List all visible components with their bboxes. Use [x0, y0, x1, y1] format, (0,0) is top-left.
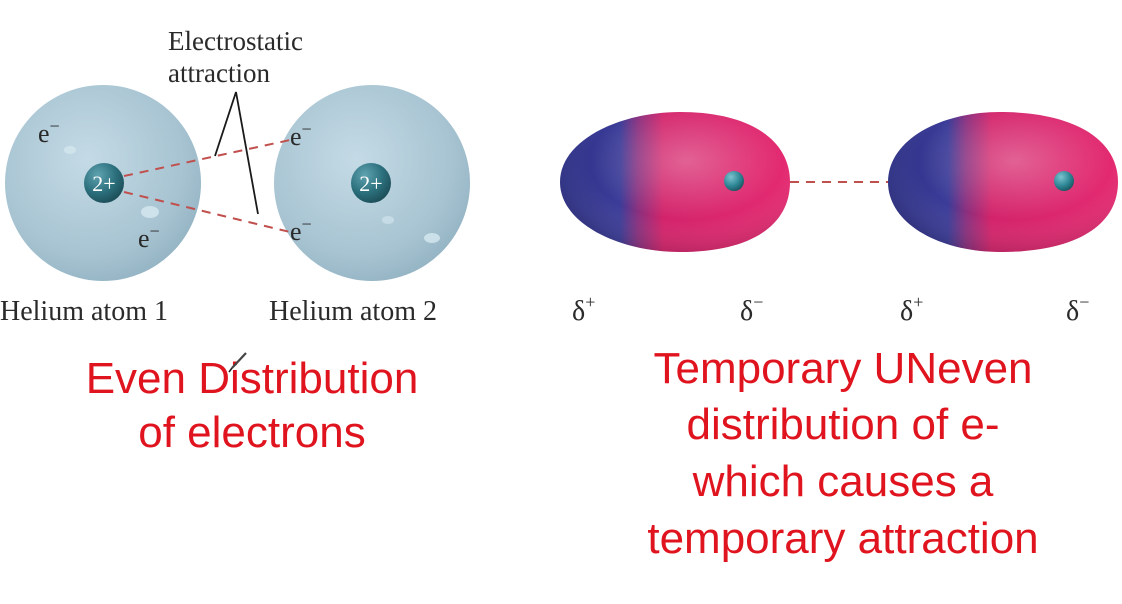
atom-2-highlight: [382, 216, 394, 224]
right-caption-line4: temporary attraction: [647, 514, 1038, 563]
attraction-dashed-line-top: [123, 139, 291, 177]
atom-2-electron-bottom: e−: [290, 214, 312, 246]
helium-atom-2-label: Helium atom 2: [269, 296, 437, 327]
atom-1-electron-bottom: e−: [138, 221, 160, 253]
polarized-atom-2-shading: [888, 112, 1118, 252]
partial-charge-label-4: δ−: [1066, 292, 1089, 327]
helium-atom-2: 2+ e− e−: [274, 85, 470, 281]
atom-2-electron-top: e−: [290, 119, 312, 151]
polarized-atom-1-nucleus: [724, 171, 744, 191]
right-caption-line1: Temporary UNeven: [653, 344, 1032, 393]
right-caption-line3: which causes a: [692, 457, 994, 506]
polarized-atom-2: [888, 112, 1118, 252]
partial-charge-label-2: δ−: [740, 292, 763, 327]
atom-1-nucleus-charge: 2+: [92, 171, 115, 196]
electrostatic-label-line1: Electrostatic: [168, 26, 303, 56]
atom-1-electron-top: e−: [38, 116, 60, 148]
partial-charge-label-3: δ+: [900, 292, 923, 327]
atom-1-nucleus: [84, 163, 124, 203]
atom-2-nucleus-charge: 2+: [359, 171, 382, 196]
helium-atom-1: 2+ e− e−: [5, 85, 201, 281]
electrostatic-label-leader-lines: [214, 91, 259, 215]
partial-charge-label-1: δ+: [572, 292, 595, 327]
pen-cursor-icon: [228, 352, 247, 373]
polarized-atom-2-nucleus: [1054, 171, 1074, 191]
helium-atom-1-label: Helium atom 1: [0, 296, 168, 327]
left-caption-line2: of electrons: [138, 408, 365, 457]
atom-2-highlight: [424, 233, 440, 243]
atom-1-highlight: [64, 146, 76, 154]
right-caption-line2: distribution of e-: [686, 400, 999, 449]
polarized-atom-1-shading: [560, 112, 790, 252]
atom-1-highlight: [141, 206, 159, 218]
electrostatic-label-line2: attraction: [168, 58, 270, 88]
left-caption-line1: Even Distribution: [86, 354, 419, 403]
atom-2-nucleus: [351, 163, 391, 203]
polarized-atom-1: [560, 112, 790, 252]
attraction-dashed-line-bottom: [123, 191, 291, 233]
